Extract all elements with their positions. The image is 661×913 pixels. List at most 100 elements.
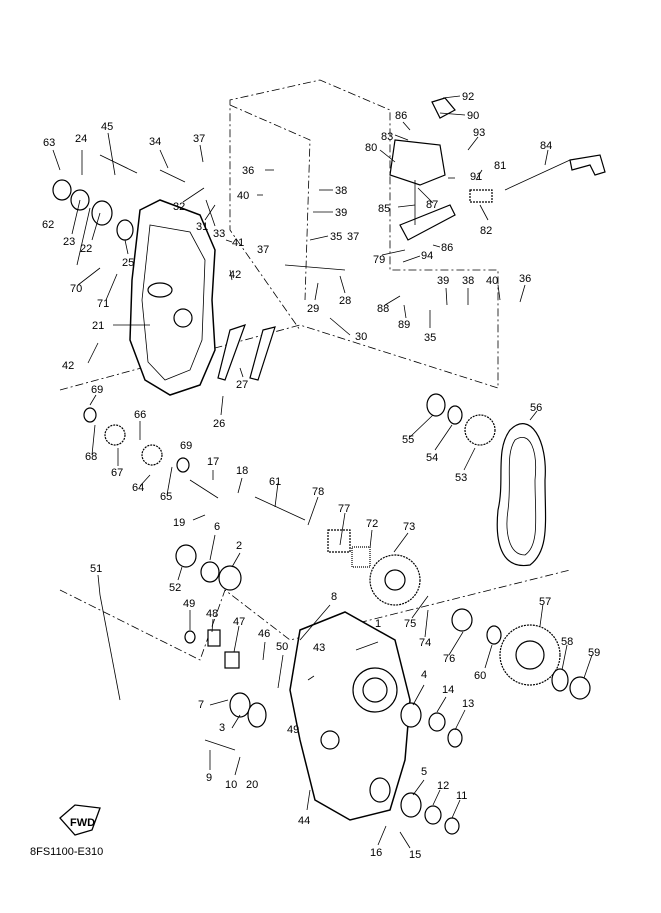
callout-72: 72 <box>366 518 378 530</box>
callout-82: 82 <box>480 225 492 237</box>
callout-8: 8 <box>331 591 337 603</box>
callout-71: 71 <box>97 298 109 310</box>
callout-84: 84 <box>540 140 552 152</box>
callout-54: 54 <box>426 452 438 464</box>
callout-36: 36 <box>242 165 254 177</box>
callout-85: 85 <box>378 203 390 215</box>
callout-36-second: 36 <box>519 273 531 285</box>
callout-75: 75 <box>404 618 416 630</box>
callout-44: 44 <box>298 815 310 827</box>
callout-62: 62 <box>42 219 54 231</box>
callout-91: 91 <box>470 171 482 183</box>
callout-61: 61 <box>269 476 281 488</box>
callout-52: 52 <box>169 582 181 594</box>
callout-89: 89 <box>398 319 410 331</box>
callout-45: 45 <box>101 121 113 133</box>
gears <box>104 414 561 686</box>
callout-35: 35 <box>330 231 342 243</box>
callout-67: 67 <box>111 467 123 479</box>
callout-14: 14 <box>442 684 454 696</box>
callout-32: 32 <box>173 201 185 213</box>
callout-35-second: 35 <box>424 332 436 344</box>
callout-1: 1 <box>375 618 381 630</box>
callout-48: 48 <box>206 608 218 620</box>
callout-39-second: 39 <box>437 275 449 287</box>
callout-29: 29 <box>307 303 319 315</box>
callout-25: 25 <box>122 257 134 269</box>
drive-chain <box>496 423 547 567</box>
callout-70: 70 <box>70 283 82 295</box>
callout-37-second: 37 <box>257 244 269 256</box>
callout-93: 93 <box>473 127 485 139</box>
callout-87: 87 <box>426 199 438 211</box>
callout-73: 73 <box>403 521 415 533</box>
callout-56: 56 <box>530 402 542 414</box>
callout-38-second: 38 <box>462 275 474 287</box>
callout-46: 46 <box>258 628 270 640</box>
callout-21: 21 <box>92 320 104 332</box>
diagram-code: 8FS1100-E310 <box>30 846 104 858</box>
callout-47: 47 <box>233 616 245 628</box>
callout-19: 19 <box>173 517 185 529</box>
callout-3: 3 <box>219 722 225 734</box>
callout-39: 39 <box>335 207 347 219</box>
callout-66: 66 <box>134 409 146 421</box>
callout-86: 86 <box>395 110 407 122</box>
fwd-arrow-icon: FWD <box>59 804 101 836</box>
callout-10: 10 <box>225 779 237 791</box>
callout-13: 13 <box>462 698 474 710</box>
callout-31: 31 <box>196 221 208 233</box>
assembly-outlines <box>59 79 571 661</box>
callout-41: 41 <box>232 237 244 249</box>
callout-33: 33 <box>213 228 225 240</box>
callout-76: 76 <box>443 653 455 665</box>
callout-40: 40 <box>237 190 249 202</box>
callout-42-second: 42 <box>62 360 74 372</box>
callout-74: 74 <box>419 637 431 649</box>
callout-90: 90 <box>467 110 479 122</box>
callout-6: 6 <box>214 521 220 533</box>
callout-50: 50 <box>276 641 288 653</box>
callout-69-second: 69 <box>180 440 192 452</box>
callout-80: 80 <box>365 142 377 154</box>
callout-34: 34 <box>149 136 161 148</box>
callout-57: 57 <box>539 596 551 608</box>
callout-81: 81 <box>494 160 506 172</box>
callout-7: 7 <box>198 699 204 711</box>
callout-27: 27 <box>236 379 248 391</box>
fwd-label: FWD <box>70 817 95 829</box>
callout-79: 79 <box>373 254 385 266</box>
callout-24: 24 <box>75 133 87 145</box>
callout-60: 60 <box>474 670 486 682</box>
callout-40-second: 40 <box>486 275 498 287</box>
callout-49: 49 <box>183 598 195 610</box>
callout-53: 53 <box>455 472 467 484</box>
callout-77: 77 <box>338 503 350 515</box>
callout-26: 26 <box>213 418 225 430</box>
chain-case-cover <box>129 199 216 396</box>
callout-43: 43 <box>313 642 325 654</box>
callout-55: 55 <box>402 434 414 446</box>
callout-2: 2 <box>236 540 242 552</box>
callout-37: 37 <box>193 133 205 145</box>
shafts-bolts <box>99 97 606 751</box>
callout-42: 42 <box>229 269 241 281</box>
callout-18: 18 <box>236 465 248 477</box>
callout-15: 15 <box>409 849 421 861</box>
gear-case-housing <box>289 611 411 821</box>
callout-12: 12 <box>437 780 449 792</box>
callout-22: 22 <box>80 243 92 255</box>
callout-9: 9 <box>206 772 212 784</box>
callout-88: 88 <box>377 303 389 315</box>
callout-78: 78 <box>312 486 324 498</box>
callout-4: 4 <box>421 669 427 681</box>
callout-86-second: 86 <box>441 242 453 254</box>
leader-lines <box>52 95 593 849</box>
callout-30: 30 <box>355 331 367 343</box>
callout-labels: 1 2 3 4 5 6 7 8 9 10 11 12 13 14 15 16 1… <box>42 91 600 861</box>
callout-83: 83 <box>381 131 393 143</box>
callout-68: 68 <box>85 451 97 463</box>
callout-38: 38 <box>335 185 347 197</box>
callout-69: 69 <box>91 384 103 396</box>
